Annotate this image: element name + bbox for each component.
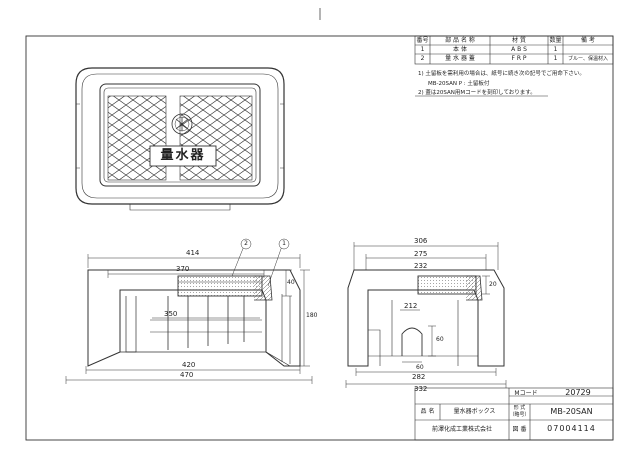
side-dim-306: 306: [414, 237, 428, 245]
front-dim-40: 40: [287, 279, 295, 286]
parts-row2-qty: 1: [553, 55, 558, 62]
lid-mark-text: 量水器: [160, 148, 206, 163]
front-dimensions: [65, 238, 313, 384]
parts-row1-qty: 1: [553, 46, 558, 53]
parts-row2-note: ブルー、保温材入: [568, 56, 608, 62]
side-view: [347, 269, 505, 367]
front-dim-350: 350: [164, 310, 178, 318]
side-dimensions: [345, 242, 507, 388]
title-block-grid: [414, 387, 614, 441]
mcode-value: 20729: [565, 388, 591, 397]
note-1: 1) 土留板を需利用の場合は、紙号に続き次の記号でご用命下さい。: [418, 71, 585, 77]
front-dim-470: 470: [180, 371, 194, 379]
side-dim-275: 275: [414, 250, 428, 258]
parts-row1-no: 1: [420, 46, 425, 53]
drawing-no-label: 図 番: [512, 426, 527, 433]
side-dim-232: 232: [414, 262, 428, 270]
parts-header-qty: 数量: [549, 37, 562, 44]
drawing-no-value: 07004114: [547, 424, 596, 433]
name-value: 量水器ボックス: [453, 408, 496, 415]
model-value: MB-20SAN: [550, 407, 593, 416]
top-view: [75, 67, 285, 211]
note-1-model: MB-20SAN P : 土留板付: [428, 81, 490, 87]
parts-table-grid: [414, 35, 614, 65]
parts-header-no: 番号: [416, 37, 429, 44]
balloon-part-1: 1: [282, 240, 286, 247]
balloon-part-2: 2: [244, 240, 248, 247]
parts-header-note: 備 考: [581, 37, 595, 44]
model-label: 形 式（略号）: [509, 405, 530, 418]
front-dim-414: 414: [186, 249, 200, 257]
side-dim-60-vert: 60: [436, 336, 444, 343]
parts-header-name: 部 品 名 称: [445, 37, 475, 44]
front-dim-180: 180: [306, 312, 318, 319]
parts-row1-material: A B S: [511, 46, 527, 53]
front-dim-420: 420: [182, 361, 196, 369]
name-label: 品 名: [420, 408, 435, 415]
drawing-frame: [25, 35, 614, 441]
front-dim-370: 370: [176, 265, 190, 273]
parts-header-material: 材 質: [512, 37, 526, 44]
parts-row2-name: 量 水 器 蓋: [445, 55, 475, 62]
parts-row2-no: 2: [420, 55, 425, 62]
side-dim-60-bottom: 60: [416, 364, 424, 371]
side-dim-20: 20: [489, 281, 497, 288]
side-dim-332: 332: [414, 385, 428, 393]
parts-row2-material: F R P: [511, 55, 527, 62]
side-dim-282: 282: [412, 373, 426, 381]
company-name: 前澤化成工業株式会社: [431, 426, 492, 433]
note-2: 2) 蓋は20SAN用Mコードを刻印しております。: [418, 90, 536, 96]
mcode-label: Mコード: [514, 390, 538, 397]
front-view: [87, 269, 301, 367]
parts-row1-name: 本 体: [453, 46, 467, 53]
side-dim-212: 212: [404, 302, 418, 310]
